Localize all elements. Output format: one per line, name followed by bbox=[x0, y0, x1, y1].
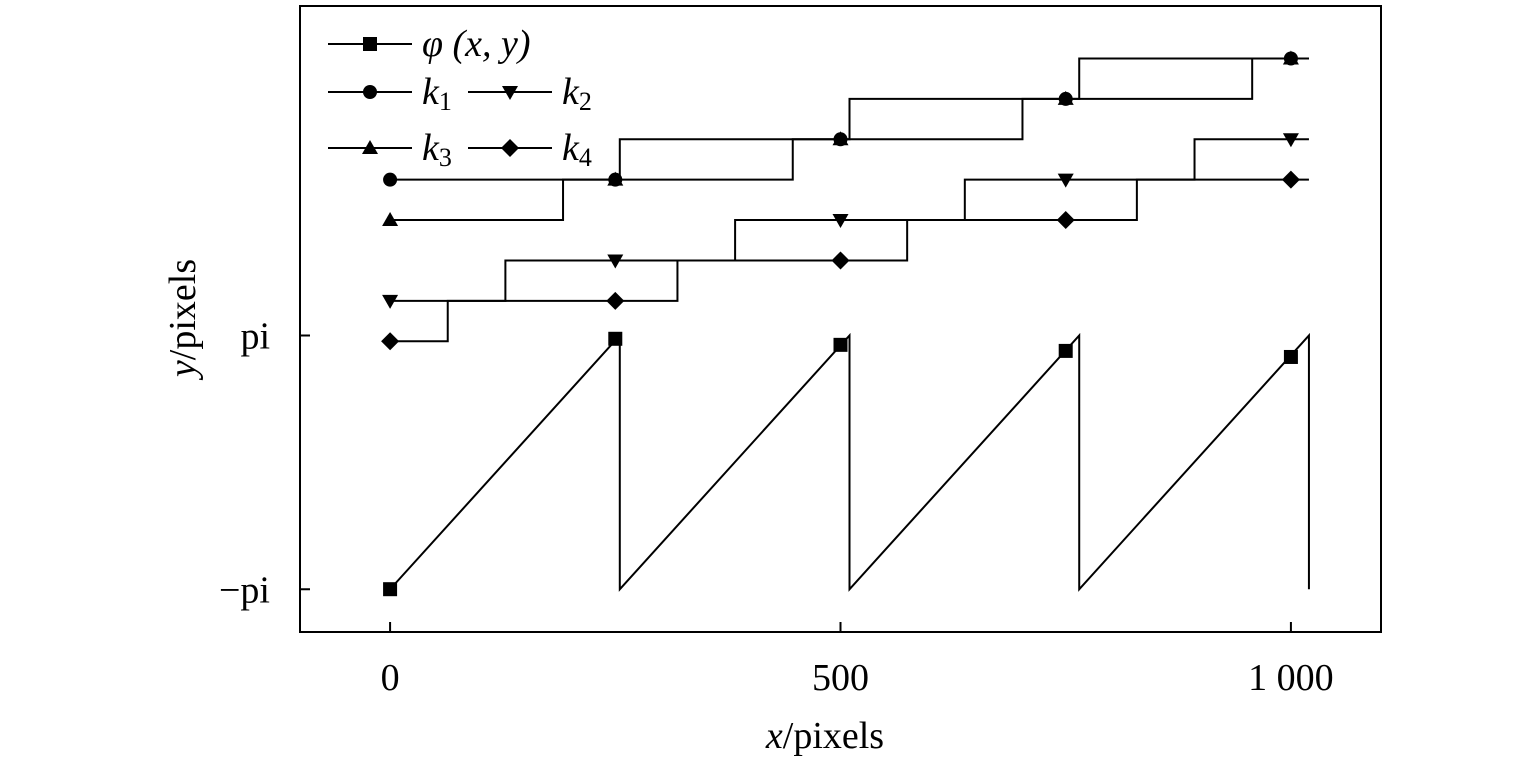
marker-k3-0 bbox=[382, 212, 399, 227]
marker-k3-3 bbox=[1057, 90, 1074, 105]
marker-k2-4 bbox=[1282, 133, 1299, 148]
series-line-k2 bbox=[390, 138, 1309, 302]
y-axis-title-var: y bbox=[162, 360, 204, 381]
series-line-k3 bbox=[390, 57, 1309, 222]
series-line-phi bbox=[389, 332, 1310, 592]
legend-label-k1: k1 bbox=[422, 71, 452, 116]
legend-item-k1: k1 bbox=[328, 71, 452, 116]
series-line-k1 bbox=[390, 57, 1309, 181]
legend-label-k1-sub: 1 bbox=[439, 87, 452, 116]
legend-label-phi-main: φ bbox=[422, 23, 443, 65]
legend-label-k1-main: k bbox=[422, 71, 440, 113]
y-axis-title: y/pixels bbox=[162, 259, 204, 381]
marker-k4-2 bbox=[831, 251, 850, 270]
x-axis-title-var: x bbox=[765, 715, 783, 757]
legend-item-k2: k2 bbox=[468, 71, 592, 116]
marker-k2-2 bbox=[832, 214, 849, 229]
plot-frame bbox=[299, 5, 1382, 633]
marker-k2-0 bbox=[382, 294, 399, 309]
marker-phi-1 bbox=[608, 331, 623, 346]
legend-label-k2-sub: 2 bbox=[579, 87, 592, 116]
marker-k3-1 bbox=[607, 171, 624, 186]
x-tick-label-1: 500 bbox=[812, 657, 869, 699]
marker-phi-3 bbox=[1058, 343, 1073, 358]
marker-k2-3 bbox=[1057, 173, 1074, 188]
x-tick-label-0: 0 bbox=[381, 657, 400, 699]
x-axis-title-unit: /pixels bbox=[783, 715, 884, 757]
legend-label-k3-main: k bbox=[422, 127, 440, 169]
marker-k4-3 bbox=[1056, 211, 1075, 230]
marker-phi-4 bbox=[1283, 349, 1298, 364]
legend-label-k3-sub: 3 bbox=[439, 143, 452, 172]
legend-item-k3: k3 bbox=[328, 127, 452, 172]
marker-k4-1 bbox=[606, 291, 625, 310]
x-axis-title: x/pixels bbox=[765, 715, 884, 757]
legend-label-k2-main: k bbox=[562, 71, 580, 113]
marker-phi-2 bbox=[833, 337, 848, 352]
legend-marker-k4 bbox=[501, 139, 519, 157]
legend-symbol-k4 bbox=[501, 139, 519, 157]
series-layer bbox=[381, 50, 1310, 597]
y-tick-label-0: −pi bbox=[219, 569, 270, 611]
legend-marker-k1 bbox=[363, 85, 377, 99]
legend-label-k3: k3 bbox=[422, 127, 452, 172]
legend-label-k2: k2 bbox=[562, 71, 592, 116]
legend-label-k4-main: k bbox=[562, 127, 580, 169]
x-tick-label-2: 1 000 bbox=[1248, 657, 1334, 699]
legend-symbol-k3 bbox=[362, 140, 378, 154]
series-line-k4 bbox=[390, 178, 1309, 343]
marker-phi-0 bbox=[383, 582, 398, 597]
legend-symbol-phi bbox=[363, 37, 377, 51]
marker-k4-4 bbox=[1281, 170, 1300, 189]
axis-layer: 0 500 1 000 −pi pi bbox=[219, 315, 1334, 699]
legend: φ (x, y) k1 k2 k3 k4 bbox=[328, 23, 592, 172]
marker-k2-1 bbox=[607, 254, 624, 269]
legend-symbol-k1 bbox=[363, 85, 377, 99]
legend-label-k4-sub: 4 bbox=[579, 143, 592, 172]
legend-item-k4: k4 bbox=[468, 127, 592, 172]
marker-k3-2 bbox=[832, 131, 849, 146]
legend-marker-phi bbox=[363, 37, 377, 51]
legend-marker-k2 bbox=[502, 86, 518, 100]
legend-label-phi: φ (x, y) bbox=[422, 23, 531, 65]
legend-label-k4: k4 bbox=[562, 127, 592, 172]
legend-item-phi: φ (x, y) bbox=[328, 23, 531, 65]
marker-k4-0 bbox=[381, 332, 400, 351]
marker-k3-4 bbox=[1282, 50, 1299, 65]
marker-k1-0 bbox=[383, 172, 398, 187]
y-axis-title-unit: /pixels bbox=[162, 259, 204, 360]
legend-marker-k3 bbox=[362, 140, 378, 154]
legend-symbol-k2 bbox=[502, 86, 518, 100]
legend-label-phi-tail: (x, y) bbox=[443, 23, 531, 65]
y-tick-label-1: pi bbox=[240, 315, 270, 357]
